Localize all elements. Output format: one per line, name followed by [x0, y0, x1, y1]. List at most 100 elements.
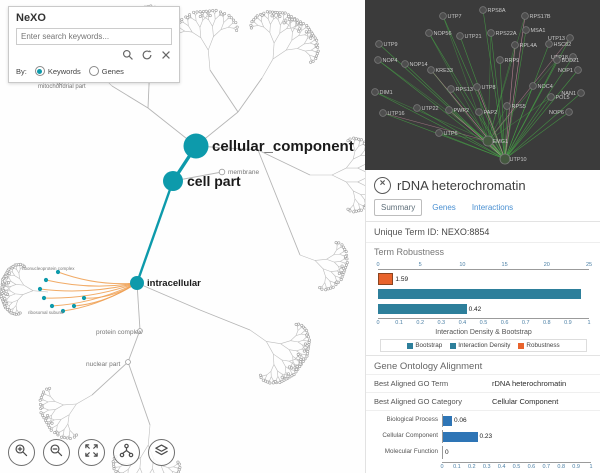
- bar-bootstrap[interactable]: [378, 289, 581, 299]
- axis-tick: 0.7: [521, 320, 530, 326]
- legend-label: Bootstrap: [415, 342, 443, 349]
- network-node-NOP1[interactable]: [574, 66, 582, 74]
- axis-tick: 5: [418, 262, 422, 268]
- radio-keywords-dot: [34, 66, 45, 76]
- go-category-label: Best Aligned GO Category: [374, 397, 462, 406]
- network-node-UTP9[interactable]: [375, 40, 383, 48]
- legend-label: Robustness: [526, 342, 560, 349]
- network-node-PAP2[interactable]: [475, 108, 483, 116]
- fit-screen-button[interactable]: [78, 439, 105, 466]
- network-node-RPS8A[interactable]: [479, 6, 487, 14]
- chart-bar-row: [378, 288, 589, 300]
- bar-value-label: 0.42: [468, 305, 482, 313]
- network-node-NOP6[interactable]: [565, 108, 573, 116]
- axis-tick: 20: [543, 262, 550, 268]
- radio-keywords-label: Keywords: [47, 66, 81, 76]
- network-node-label: UTP7: [448, 14, 462, 20]
- zoom-out-button[interactable]: [43, 439, 70, 466]
- network-node-label: UTP8: [482, 85, 496, 91]
- network-node-BUD21[interactable]: [553, 56, 561, 64]
- network-node-RPS17B[interactable]: [521, 12, 529, 20]
- network-node-EMG1[interactable]: [482, 135, 494, 147]
- go-alignment-header: Gene Ontology Alignment: [366, 355, 600, 374]
- tree-label: nuclear part: [86, 361, 121, 368]
- network-node-UTP10[interactable]: [499, 153, 511, 165]
- zoom-in-button[interactable]: [8, 439, 35, 466]
- network-node-UTP22[interactable]: [413, 104, 421, 112]
- axis-tick: 1: [589, 464, 593, 470]
- network-node-UTP21[interactable]: [456, 32, 464, 40]
- reset-icon[interactable]: [141, 49, 153, 61]
- network-node-label: NOC4: [538, 84, 553, 90]
- network-node-HSC82[interactable]: [545, 40, 553, 48]
- axis-tick: 0.5: [479, 320, 488, 326]
- network-node-NOC4[interactable]: [529, 82, 537, 90]
- network-node-label: NAN1: [561, 91, 576, 97]
- network-node-RPS13[interactable]: [447, 85, 455, 93]
- term-node-intracellular[interactable]: [130, 276, 144, 290]
- search-panel: NeXO By: Keywords: [8, 6, 180, 83]
- bar-robustness[interactable]: [378, 273, 394, 285]
- tab-genes[interactable]: Genes: [432, 203, 456, 212]
- network-node-label: NOP1: [558, 68, 573, 74]
- tab-summary[interactable]: Summary: [374, 199, 423, 216]
- network-node-NOP4[interactable]: [374, 56, 382, 64]
- legend-item: Robustness: [518, 342, 560, 349]
- close-icon[interactable]: ×: [374, 177, 391, 194]
- layout-tree-icon: [119, 443, 134, 463]
- axis-tick: 0.1: [395, 320, 403, 326]
- bar-interaction-density[interactable]: [378, 304, 467, 314]
- go-category-label: Biological Process: [386, 416, 438, 424]
- term-detail-panel: × rDNA heterochromatin Summary Genes Int…: [365, 170, 600, 473]
- network-node-DIM1[interactable]: [371, 88, 379, 96]
- network-node-label: BUD21: [562, 58, 580, 64]
- network-node-NAN1[interactable]: [577, 89, 585, 97]
- network-node-label: UTP22: [422, 106, 439, 112]
- network-node-NOP14[interactable]: [401, 60, 409, 68]
- radio-genes[interactable]: Genes: [88, 66, 124, 76]
- tab-interactions[interactable]: Interactions: [471, 203, 514, 212]
- network-node-NOP56[interactable]: [425, 29, 433, 37]
- term-node-cell part[interactable]: [163, 171, 183, 191]
- network-node-UTP16[interactable]: [379, 109, 387, 117]
- axis-tick: 0.3: [437, 320, 446, 326]
- network-node-UTP7[interactable]: [439, 12, 447, 20]
- clear-icon[interactable]: [160, 49, 172, 61]
- go-category-value: Cellular Component: [492, 397, 559, 406]
- network-node-label: KRE33: [436, 68, 453, 74]
- network-node-label: UTP13: [548, 36, 565, 42]
- layers-button[interactable]: [148, 439, 175, 466]
- network-node-label: DIM1: [380, 90, 393, 96]
- network-node-RPS22A[interactable]: [487, 29, 495, 37]
- network-node-RRP9[interactable]: [496, 56, 504, 64]
- radio-keywords[interactable]: Keywords: [34, 66, 81, 76]
- term-node-cellular_component[interactable]: [183, 133, 209, 159]
- bar-biological-process[interactable]: [443, 415, 452, 426]
- network-node-POL5[interactable]: [547, 93, 555, 101]
- network-node-PWP2[interactable]: [445, 106, 453, 114]
- bar-cellular-component[interactable]: [443, 431, 478, 442]
- network-node-RPL4A[interactable]: [511, 41, 519, 49]
- go-bar-value: 0.06: [454, 417, 467, 424]
- network-node-UTP6[interactable]: [435, 129, 443, 137]
- fit-screen-icon: [84, 443, 99, 463]
- search-icon[interactable]: [122, 49, 134, 61]
- network-node-RPS5[interactable]: [503, 102, 511, 110]
- network-node-UTP13[interactable]: [566, 34, 574, 42]
- network-node-label: PWP2: [454, 108, 470, 114]
- network-node-UTP8[interactable]: [473, 83, 481, 91]
- network-node-UTP18[interactable]: [569, 53, 577, 61]
- axis-tick: 0.4: [497, 464, 506, 470]
- search-input[interactable]: [16, 28, 172, 45]
- network-node-KRE33[interactable]: [427, 66, 435, 74]
- axis-tick: 0.4: [458, 320, 467, 326]
- term-id-label: Unique Term ID:: [374, 227, 439, 237]
- network-node-MSA1[interactable]: [522, 26, 530, 34]
- layout-button[interactable]: [113, 439, 140, 466]
